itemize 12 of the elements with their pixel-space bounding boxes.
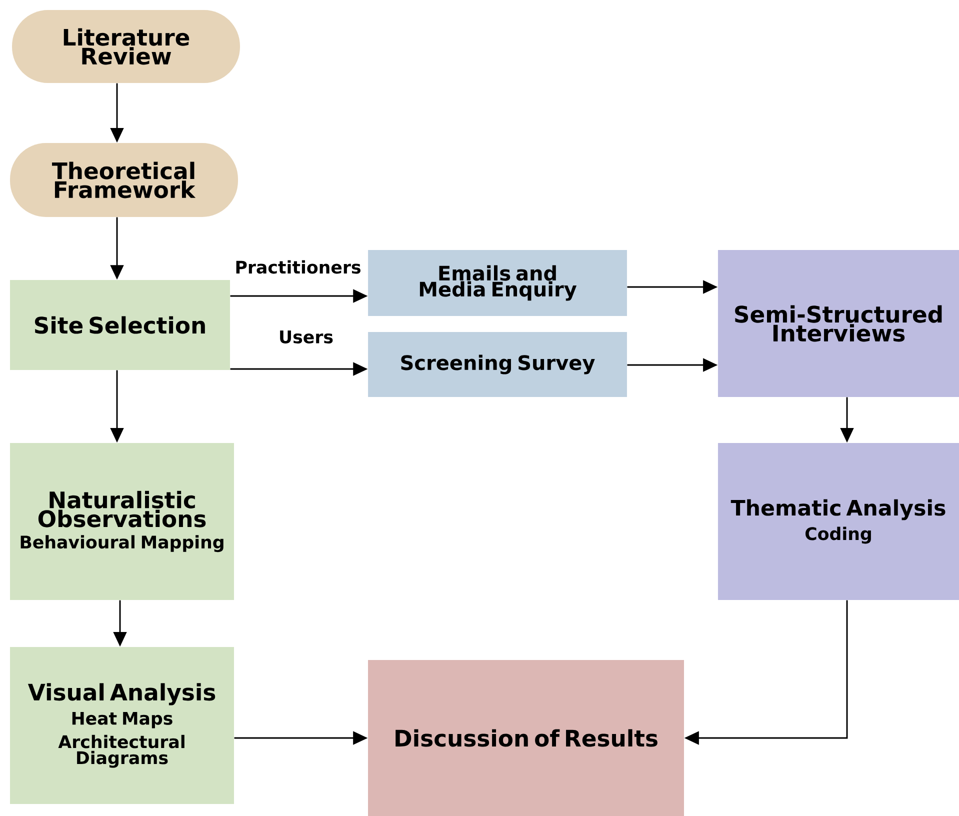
process-pill: Theoretical Framework (10, 143, 238, 217)
edge-label: Practitioners (233, 258, 363, 276)
edge-label: Users (277, 329, 335, 345)
process-box: Site Selection (10, 280, 230, 370)
process-box: Screening Survey (368, 332, 627, 398)
process-box: Discussion of Results (368, 660, 684, 816)
process-box: Emails and Media Enquiry (368, 250, 627, 316)
process-box: Semi-Structured Interviews (718, 250, 959, 397)
process-pill: Literature Review (12, 10, 240, 84)
process-box: Naturalistic Observations Behavioural Mapping (10, 442, 234, 600)
process-box: Visual Analysis Heat Maps Architectural Diagrams (10, 646, 234, 804)
process-box: Thematic Analysis Coding (718, 442, 959, 600)
